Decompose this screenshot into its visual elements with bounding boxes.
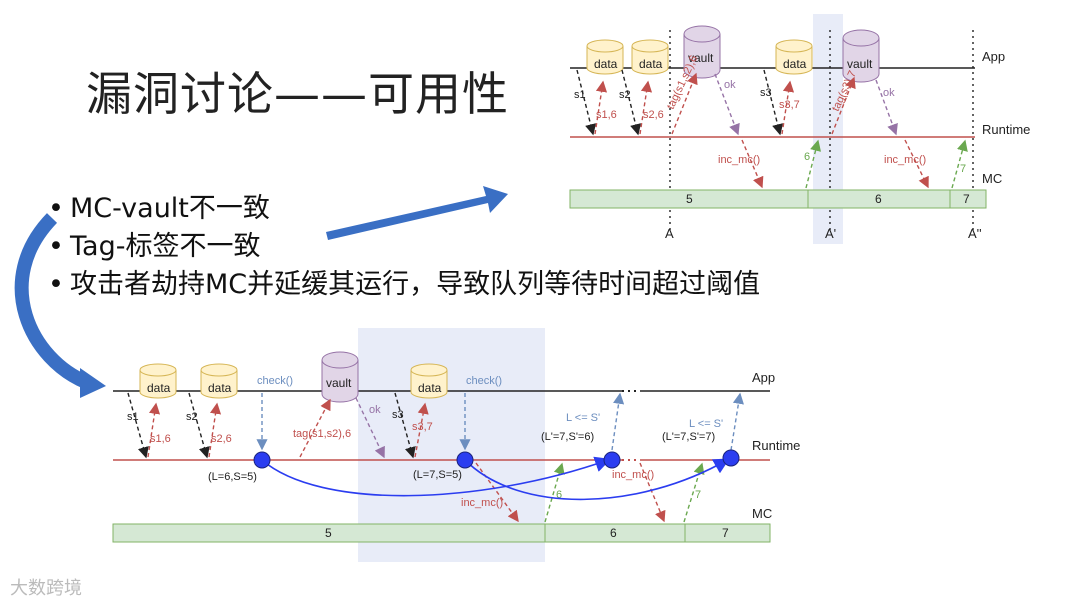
svg-text:data: data bbox=[147, 381, 171, 395]
svg-text:(L'=7,S'=6): (L'=7,S'=6) bbox=[541, 431, 594, 443]
svg-text:(L'=7,S'=7): (L'=7,S'=7) bbox=[662, 431, 715, 443]
svg-text:check(): check() bbox=[466, 375, 502, 387]
svg-text:tag(s1,s2),6: tag(s1,s2),6 bbox=[665, 54, 700, 112]
data-store: data bbox=[200, 363, 238, 399]
svg-text:data: data bbox=[594, 57, 618, 71]
svg-text:vault: vault bbox=[688, 51, 714, 65]
svg-text:7: 7 bbox=[960, 163, 966, 175]
mc-segment bbox=[684, 523, 771, 543]
vault-store: vault bbox=[842, 29, 880, 83]
bullet-item: •攻击者劫持MC并延缓其运行，导致队列等待时间超过阈值 bbox=[48, 269, 761, 300]
lane-label-mc: MC bbox=[982, 171, 1002, 186]
lane-label-app: App bbox=[982, 49, 1005, 64]
svg-text:s2: s2 bbox=[619, 89, 631, 101]
svg-text:7: 7 bbox=[695, 489, 701, 501]
data-store: data bbox=[775, 39, 813, 75]
bullet-list: •MC-vault不一致 •Tag-标签不一致 •攻击者劫持MC并延缓其运行，导… bbox=[48, 190, 760, 304]
svg-text:s1,6: s1,6 bbox=[596, 109, 617, 121]
svg-text:check(): check() bbox=[257, 375, 293, 387]
data-store: data bbox=[410, 363, 448, 399]
vault-store: vault bbox=[683, 25, 721, 79]
runtime-node bbox=[253, 451, 271, 469]
bullet-item: •Tag-标签不一致 bbox=[48, 231, 261, 262]
lane-label-app: App bbox=[752, 370, 775, 385]
data-store: data bbox=[631, 39, 669, 75]
svg-text:5: 5 bbox=[686, 192, 693, 206]
runtime-node bbox=[603, 451, 621, 469]
svg-text:data: data bbox=[418, 381, 442, 395]
pointer-arrow-curved bbox=[14, 213, 106, 398]
svg-text:L <= S': L <= S' bbox=[566, 412, 600, 424]
slide-title: 漏洞讨论——可用性 bbox=[86, 67, 509, 121]
data-store: data bbox=[139, 363, 177, 399]
lane-label-runtime: Runtime bbox=[982, 122, 1030, 137]
svg-text:s1,6: s1,6 bbox=[150, 433, 171, 445]
svg-text:tag(s1,s2),6: tag(s1,s2),6 bbox=[293, 428, 351, 440]
lane-label-runtime: Runtime bbox=[752, 438, 800, 453]
svg-text:s1: s1 bbox=[574, 89, 586, 101]
svg-text:inc_mc(): inc_mc() bbox=[884, 154, 926, 166]
svg-text:L <= S': L <= S' bbox=[689, 418, 723, 430]
runtime-node bbox=[722, 449, 740, 467]
svg-text:s3,7: s3,7 bbox=[412, 421, 433, 433]
highlight-band bbox=[813, 14, 843, 244]
svg-text:s2,6: s2,6 bbox=[643, 109, 664, 121]
svg-text:ok: ok bbox=[369, 404, 381, 416]
marker-a-dprime: A'' bbox=[968, 226, 982, 241]
svg-text:s2: s2 bbox=[186, 411, 198, 423]
svg-text:inc_mc(): inc_mc() bbox=[461, 497, 503, 509]
marker-a: A bbox=[665, 226, 674, 241]
svg-text:inc_mc(): inc_mc() bbox=[718, 154, 760, 166]
svg-text:vault: vault bbox=[847, 57, 873, 71]
svg-text:inc_mc(): inc_mc() bbox=[612, 469, 654, 481]
svg-text:6: 6 bbox=[556, 489, 562, 501]
svg-text:7: 7 bbox=[963, 192, 970, 206]
svg-text:5: 5 bbox=[325, 526, 332, 540]
vault-store: vault bbox=[321, 351, 359, 403]
svg-text:s3,7: s3,7 bbox=[779, 99, 800, 111]
bottom-diagram: App Runtime MC 5 6 7 data data data va bbox=[112, 328, 800, 562]
mc-segment bbox=[949, 189, 987, 209]
svg-text:ok: ok bbox=[724, 79, 736, 91]
runtime-node bbox=[456, 451, 474, 469]
svg-text:data: data bbox=[639, 57, 663, 71]
svg-text:(L=7,S=5): (L=7,S=5) bbox=[413, 469, 462, 481]
lane-label-mc: MC bbox=[752, 506, 772, 521]
svg-text:data: data bbox=[783, 57, 807, 71]
marker-a-prime: A' bbox=[825, 226, 836, 241]
highlight-band bbox=[358, 328, 545, 562]
svg-text:(L=6,S=5): (L=6,S=5) bbox=[208, 471, 257, 483]
svg-text:data: data bbox=[208, 381, 232, 395]
svg-text:s3: s3 bbox=[760, 87, 772, 99]
svg-text:7: 7 bbox=[722, 526, 729, 540]
top-diagram: App Runtime MC A A' A'' 5 6 7 data data bbox=[569, 14, 1030, 244]
svg-text:s3: s3 bbox=[392, 409, 404, 421]
bullet-item: •MC-vault不一致 bbox=[48, 193, 270, 224]
svg-text:6: 6 bbox=[804, 151, 810, 163]
svg-text:s2,6: s2,6 bbox=[211, 433, 232, 445]
svg-text:s1: s1 bbox=[127, 411, 139, 423]
svg-text:6: 6 bbox=[875, 192, 882, 206]
svg-text:6: 6 bbox=[610, 526, 617, 540]
svg-text:vault: vault bbox=[326, 376, 352, 390]
watermark: 大数跨境 bbox=[10, 578, 82, 599]
pointer-arrow-top bbox=[326, 186, 508, 240]
data-store: data bbox=[586, 39, 624, 75]
svg-text:ok: ok bbox=[883, 87, 895, 99]
